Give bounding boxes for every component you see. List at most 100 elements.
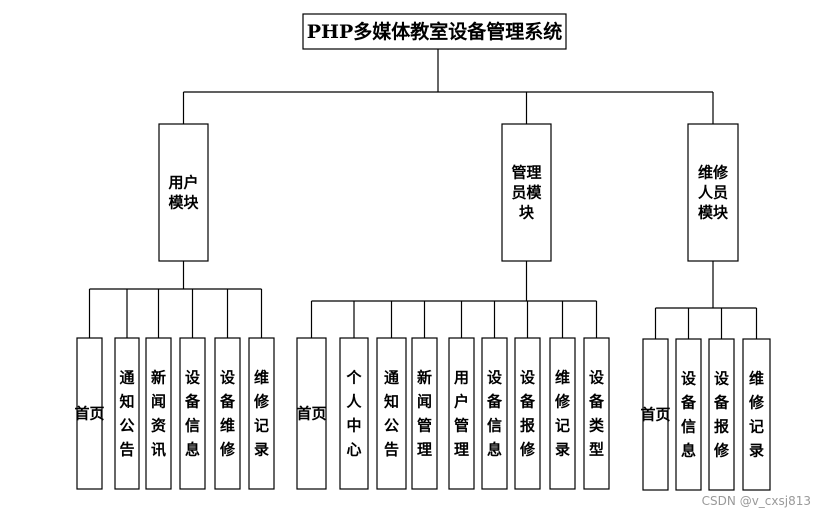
leaf-node-box [448, 337, 475, 490]
node-label-line: 备 [184, 393, 201, 411]
node-label-line: 修 [748, 394, 765, 412]
node-label-line: 讯 [151, 441, 166, 459]
node-label-line: 设 [714, 370, 729, 388]
leaf-node-box [114, 337, 140, 490]
leaf-node-box [514, 337, 541, 490]
root-node: PHP多媒体教室设备管理系统 [302, 13, 567, 50]
node-label-line: 理 [417, 441, 432, 459]
node-label-line: 管理 [511, 164, 541, 182]
leaf-node-box [179, 337, 206, 490]
module-node-box [501, 123, 552, 262]
node-label-line: 通 [384, 369, 399, 387]
node-label-line: 资 [151, 417, 166, 435]
leaf-node-box [583, 337, 610, 490]
node-label-line: 设 [185, 369, 200, 387]
node-label-line: 备 [680, 394, 697, 412]
leaf-node-box [296, 337, 327, 490]
leaf-node-box [248, 337, 275, 490]
node-label-line: 管 [454, 417, 469, 435]
node-label-line: 记 [254, 417, 269, 435]
node-label-line: 闻 [151, 393, 166, 411]
leaf-node-box [376, 337, 407, 490]
node-label-line: 公 [384, 417, 399, 435]
node-label-line: 新 [417, 369, 432, 387]
leaf-node: 首页 [296, 337, 327, 490]
node-label-line: 维修 [698, 164, 729, 182]
node-label-line: 修 [219, 441, 236, 459]
node-label-line: 信 [487, 417, 502, 435]
node-label-line: 人员 [698, 184, 728, 202]
node-label-line: 用 [454, 369, 469, 387]
node-label-line: 维 [555, 369, 570, 387]
node-label-line: 息 [681, 442, 696, 460]
node-label-line: 录 [254, 441, 269, 459]
node-label-line: 管 [417, 417, 432, 435]
node-label-line: 通 [119, 369, 134, 387]
leaf-node-box [549, 337, 576, 490]
leaf-node-box [481, 337, 508, 490]
node-label-line: 信 [681, 418, 696, 436]
node-label-line: 户 [454, 393, 469, 411]
node-label-line: 备 [519, 393, 536, 411]
node-label-line: 备 [713, 394, 730, 412]
leaf-node-box [214, 337, 241, 490]
leaf-node-box [708, 338, 735, 491]
node-label-line: 公 [119, 417, 134, 435]
node-label-line: 理 [454, 441, 469, 459]
node-label-line: 修 [713, 442, 730, 460]
node-label-line: 员模 [511, 184, 542, 202]
node-label-line: 备 [486, 393, 503, 411]
node-label-line: 告 [384, 441, 399, 459]
node-label-line: 设 [589, 369, 604, 387]
node-label-line: 报 [520, 417, 535, 435]
node-label-line: 型 [589, 441, 604, 459]
node-label-line: 信 [185, 417, 200, 435]
node-label-line: 闻 [417, 393, 432, 411]
root-node-title: PHP多媒体教室设备管理系统 [307, 20, 563, 43]
leaf-node: 首页 [74, 337, 105, 490]
node-label-line: 类 [589, 417, 605, 435]
node-label-line: 备 [219, 393, 236, 411]
leaf-node-box [145, 337, 172, 490]
node-label-line: 息 [185, 441, 200, 459]
node-label-line: 录 [555, 441, 570, 459]
node-label-line: 设 [220, 369, 235, 387]
node-label-line: 块 [519, 204, 535, 222]
node-label-line: 新 [151, 369, 166, 387]
node-label-line: 知 [119, 393, 134, 411]
node-label-line: 心 [346, 441, 361, 459]
node-label-line: 备 [588, 393, 605, 411]
node-label-line: 修 [554, 393, 571, 411]
module-node-box [158, 123, 209, 262]
root-node-box [302, 13, 567, 50]
node-label-line: 告 [119, 441, 134, 459]
node-label-line: 修 [519, 441, 536, 459]
node-label-line: 维 [220, 417, 235, 435]
node-label-line: 首页 [74, 405, 104, 423]
node-label-line: 设 [487, 369, 502, 387]
node-label-line: 设 [520, 369, 535, 387]
node-label-line: 用户 [168, 174, 198, 192]
node-label-line: 首页 [640, 406, 670, 424]
module-nodes: 用户模块首页通知公告新闻资讯设备信息设备维修维修记录管理员模块首页个人中心通知公… [74, 123, 771, 491]
leaf-node: 首页 [640, 338, 671, 491]
watermark: CSDN @v_cxsj813 [701, 494, 811, 508]
node-label-line: 记 [555, 417, 570, 435]
